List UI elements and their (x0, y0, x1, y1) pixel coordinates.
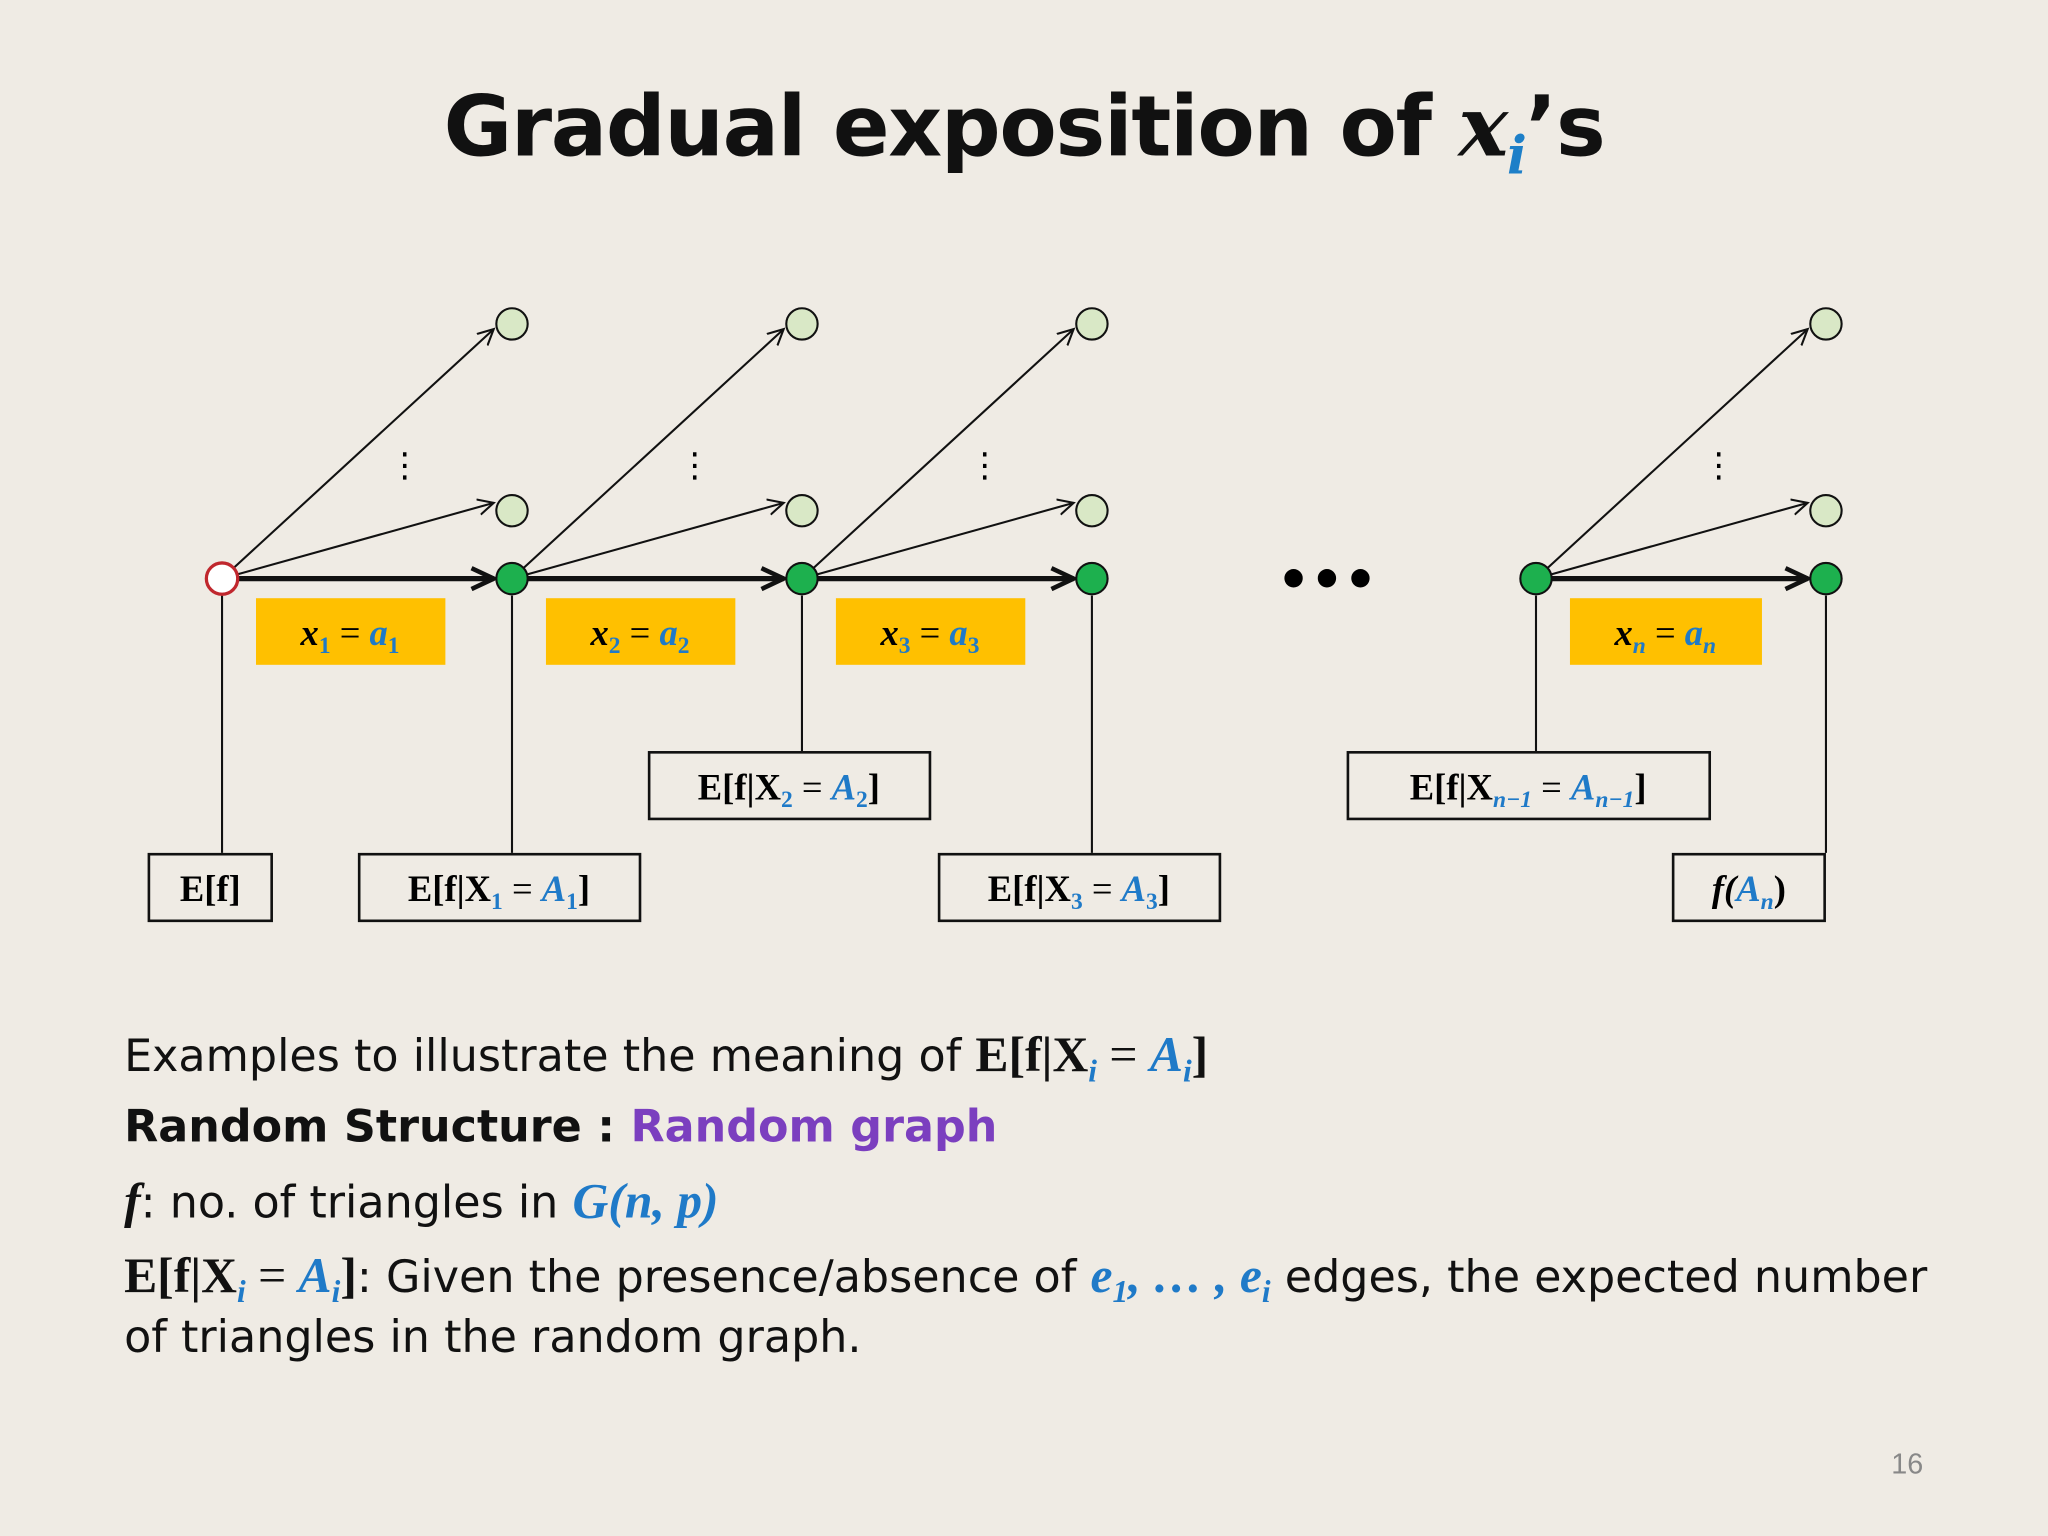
vertical-dots: ⋮ (968, 446, 1002, 486)
svg-text:E[f|X3 = A3]: E[f|X3 = A3] (988, 868, 1170, 915)
leaf-node (785, 307, 819, 341)
conditional-math: E[f|Xi = Ai] (124, 1248, 357, 1311)
path-node (495, 561, 529, 596)
conditional-definition-line-2: of triangles in the random graph. (124, 1311, 861, 1363)
box-conditional-n-minus-1: E[f|Xn−1 = An−1] (1346, 751, 1712, 821)
vertical-dots: ⋮ (678, 446, 712, 486)
svg-text:x3 = a3: x3 = a3 (879, 612, 979, 659)
branch-edge (511, 329, 784, 580)
svg-text:f(An): f(An) (1712, 868, 1786, 915)
branch-edge (221, 503, 494, 580)
svg-text:E[f|Xn−1 = An−1]: E[f|Xn−1 = An−1] (1410, 766, 1647, 813)
conditional-text-2: edges, the expected number (1270, 1251, 1928, 1304)
random-structure-value: Random graph (630, 1101, 998, 1154)
vertical-dots: ⋮ (1702, 446, 1736, 486)
examples-math: E[f|Xi = Ai] (975, 1027, 1209, 1090)
svg-text:xn = an: xn = an (1613, 612, 1716, 659)
leaf-node (495, 307, 529, 341)
path-node (1519, 561, 1553, 596)
gnp-math: G(n, p) (572, 1174, 719, 1230)
svg-text:x2 = a2: x2 = a2 (590, 612, 690, 659)
random-structure-label: Random Structure : (124, 1101, 631, 1154)
stage-ellipsis: ••• (1277, 551, 1377, 611)
box-final-value: f(An) (1671, 852, 1826, 923)
svg-text:E[f|X1 = A1]: E[f|X1 = A1] (408, 868, 590, 915)
edge-label: x3 = a3 (835, 598, 1026, 665)
box-conditional-2: E[f|X2 = A2] (647, 751, 932, 821)
f-symbol: f (124, 1174, 141, 1230)
leaf-node (1809, 493, 1843, 528)
title-var-sub: i (1506, 125, 1527, 187)
branch-edge (801, 503, 1074, 580)
branch-edge (801, 329, 1074, 580)
path-node (785, 561, 819, 596)
edge-label: x1 = a1 (255, 598, 446, 665)
box-expectation-f: E[f] (147, 852, 273, 923)
path-node (1809, 561, 1843, 596)
page-number: 16 (1891, 1447, 1924, 1480)
edge-label: x2 = a2 (545, 598, 736, 665)
conditional-text-1: : Given the presence/absence of (356, 1251, 1091, 1304)
svg-text:E[f]: E[f] (180, 868, 241, 909)
conditional-text-3: of triangles in the random graph. (124, 1311, 862, 1364)
random-structure-line: Random Structure : Random graph (124, 1101, 997, 1153)
title-suffix: ’s (1525, 79, 1606, 177)
leaf-node (495, 493, 529, 528)
branch-edge (1535, 329, 1808, 580)
edge-label: xn = an (1569, 598, 1762, 665)
title-text: Gradual exposition of (443, 79, 1432, 177)
conditional-definition-line: E[f|Xi = Ai]: Given the presence/absence… (124, 1247, 1927, 1311)
leaf-node (1809, 307, 1843, 341)
path-node (1075, 561, 1109, 596)
branch-edge (221, 329, 494, 580)
svg-text:x1 = a1: x1 = a1 (300, 612, 400, 659)
slide-title: Gradual exposition of xi’s (0, 78, 2048, 186)
leaf-node (785, 493, 819, 528)
title-var: x (1458, 78, 1508, 177)
examples-text: Examples to illustrate the meaning of (124, 1030, 976, 1083)
branch-edge (1535, 503, 1808, 580)
vertical-dots: ⋮ (388, 446, 422, 486)
box-conditional-1: E[f|X1 = A1] (357, 852, 642, 923)
f-definition-text: : no. of triangles in (140, 1176, 573, 1230)
examples-line: Examples to illustrate the meaning of E[… (124, 1027, 1208, 1091)
exposure-diagram: ⋮ ⋮ ⋮ ⋮ ••• (147, 307, 1843, 923)
leaf-node (1075, 307, 1109, 341)
leaf-node (1075, 493, 1109, 528)
svg-text:E[f|X2 = A2]: E[f|X2 = A2] (698, 766, 880, 813)
branch-edge (511, 503, 784, 580)
edge-range-math: e1, … , ei (1090, 1248, 1271, 1311)
f-definition-line: f: no. of triangles in G(n, p) (124, 1173, 719, 1230)
root-node (204, 561, 240, 596)
box-conditional-3: E[f|X3 = A3] (937, 852, 1222, 923)
